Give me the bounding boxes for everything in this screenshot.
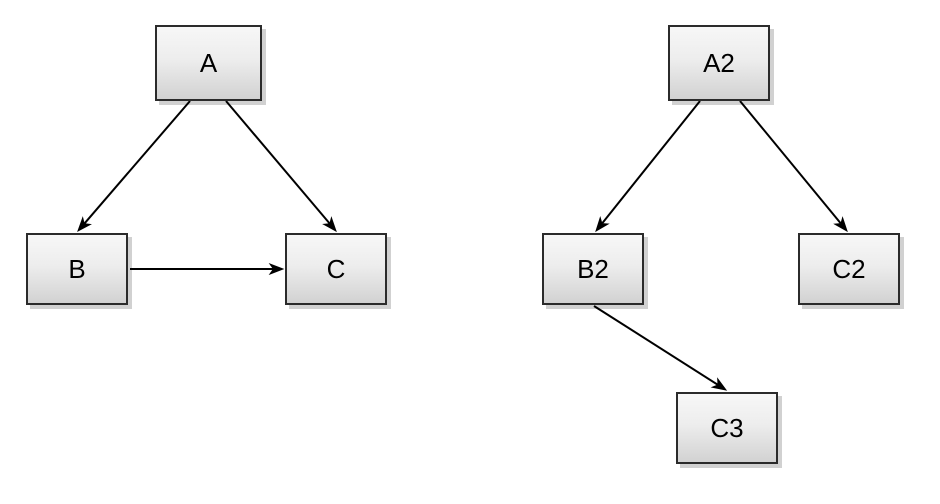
node-C3[interactable]: C3 [676,392,778,464]
arrowhead-icon [77,216,92,233]
edge-line [593,305,719,386]
edge-B2-C3[interactable] [593,305,728,391]
arrowhead-icon [833,216,848,233]
node-A[interactable]: A [155,25,262,101]
edge-line [601,100,701,224]
arrowhead-icon [322,216,337,233]
edge-line [739,100,842,224]
node-A2[interactable]: A2 [668,25,770,101]
edge-A2-B2[interactable] [595,100,701,233]
node-C[interactable]: C [285,233,387,305]
arrowhead-icon [595,216,610,233]
edge-A-B[interactable] [77,100,191,233]
node-label: C [326,254,346,284]
node-label: C3 [710,413,744,443]
edge-B-C[interactable] [130,262,285,276]
node-B2[interactable]: B2 [542,233,644,305]
node-label: C2 [832,254,866,284]
node-label: B [68,254,86,284]
edge-line [83,100,191,225]
edge-A-C[interactable] [225,100,337,233]
node-label: A [199,48,218,78]
node-B[interactable]: B [26,233,128,305]
edge-line [225,100,331,225]
node-C2[interactable]: C2 [798,233,900,305]
node-label: A2 [703,48,735,78]
edge-A2-C2[interactable] [739,100,848,233]
arrowhead-icon [710,377,728,391]
arrowhead-icon [268,262,285,276]
node-label: B2 [577,254,609,284]
